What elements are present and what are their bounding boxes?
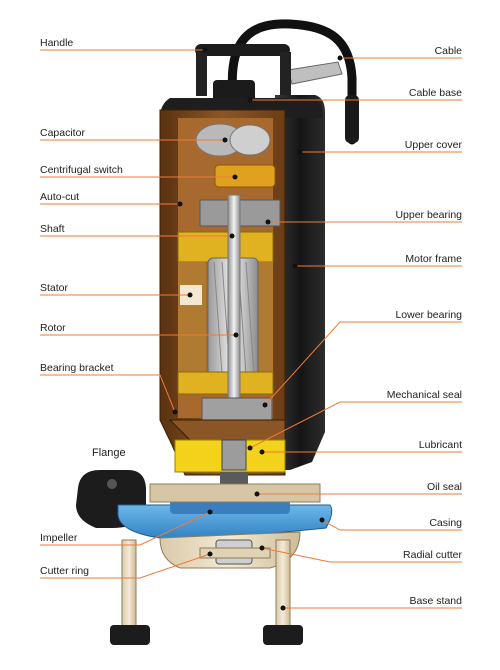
label-base-stand: Base stand xyxy=(409,595,462,607)
labels-right: Cable Cable base Upper cover Upper beari… xyxy=(387,45,463,607)
motor-frame-shape xyxy=(275,95,325,470)
anchor-cable xyxy=(337,55,343,61)
leader-cutter-ring xyxy=(40,553,211,579)
label-impeller: Impeller xyxy=(40,532,78,544)
base-stand-foot-left xyxy=(110,625,150,645)
lower-bearing-shape xyxy=(201,397,273,423)
label-lower-bearing: Lower bearing xyxy=(395,309,462,321)
bearing-bracket-shape xyxy=(168,419,286,441)
anchor-cutter-ring xyxy=(207,551,213,557)
label-upper-cover: Upper cover xyxy=(405,139,463,151)
label-oil-seal: Oil seal xyxy=(427,481,462,493)
flange-bolt xyxy=(107,479,117,489)
leader-impeller xyxy=(40,511,211,546)
anchor-shaft xyxy=(229,233,235,239)
cable-clamp xyxy=(287,61,343,85)
leader-lines xyxy=(40,47,462,611)
pump-illustration xyxy=(76,19,359,645)
anchor-capacitor xyxy=(222,137,228,143)
anchor-auto-cut xyxy=(177,201,183,207)
label-cable: Cable xyxy=(435,45,463,57)
anchor-lubricant xyxy=(259,449,265,455)
label-cutter-ring: Cutter ring xyxy=(40,565,89,577)
anchor-oil-seal xyxy=(254,491,260,497)
label-capacitor: Capacitor xyxy=(40,127,85,139)
leader-mechanical-seal xyxy=(249,401,462,449)
label-cable-base: Cable base xyxy=(409,87,462,99)
anchor-cable-base xyxy=(247,97,253,103)
label-mechanical-seal: Mechanical seal xyxy=(387,389,462,401)
anchor-casing xyxy=(319,517,325,523)
anchor-radial-cutter xyxy=(259,545,265,551)
stator-winding xyxy=(177,231,274,263)
base-stand-foot-right xyxy=(263,625,303,645)
centrifugal-switch-shape xyxy=(214,164,276,188)
anchor-mechanical-seal xyxy=(247,445,253,451)
lower-housing xyxy=(149,483,321,503)
anchor-lower-bearing xyxy=(262,402,268,408)
leader-casing xyxy=(321,519,462,531)
label-rotor: Rotor xyxy=(40,322,66,334)
anchor-impeller xyxy=(207,509,213,515)
oil-seal-shape xyxy=(220,472,248,484)
label-shaft: Shaft xyxy=(40,223,65,235)
handle-post-left xyxy=(196,52,207,96)
label-radial-cutter: Radial cutter xyxy=(403,549,462,561)
anchor-motor-frame xyxy=(292,263,298,269)
anchor-upper-bearing xyxy=(265,219,271,225)
label-flange: Flange xyxy=(92,447,126,459)
cutter-ring-shape xyxy=(199,547,271,559)
labels-left: Handle Capacitor Centrifugal switch Auto… xyxy=(40,37,126,577)
stator-winding-lower xyxy=(177,371,274,395)
label-handle: Handle xyxy=(40,37,73,49)
stator-core-left xyxy=(178,262,206,372)
handle-post-right xyxy=(280,52,291,96)
capacitor-shape-2 xyxy=(229,124,271,156)
label-bearing-bracket: Bearing bracket xyxy=(40,362,114,374)
handle-shape xyxy=(195,44,290,56)
label-lubricant: Lubricant xyxy=(419,439,462,451)
label-casing: Casing xyxy=(429,517,462,529)
anchor-centrifugal-switch xyxy=(232,174,238,180)
anchor-handle xyxy=(202,47,208,53)
anchor-bearing-bracket xyxy=(172,409,178,415)
leader-bearing-bracket xyxy=(40,374,176,413)
stator-core-right xyxy=(256,262,273,372)
anchor-stator xyxy=(187,292,193,298)
anchor-rotor xyxy=(233,332,239,338)
mechanical-seal-shape xyxy=(221,439,247,471)
anchor-upper-cover xyxy=(297,149,303,155)
base-stand-leg-left xyxy=(121,539,137,631)
label-upper-bearing: Upper bearing xyxy=(395,209,462,221)
cable-end xyxy=(345,95,359,143)
label-motor-frame: Motor frame xyxy=(405,253,462,265)
label-auto-cut: Auto-cut xyxy=(40,191,79,203)
label-stator: Stator xyxy=(40,282,69,294)
leader-radial-cutter xyxy=(261,547,462,563)
anchor-base-stand xyxy=(280,605,286,611)
impeller-shape xyxy=(170,500,290,514)
leader-lower-bearing xyxy=(264,321,462,406)
label-centrifugal-switch: Centrifugal switch xyxy=(40,164,123,176)
